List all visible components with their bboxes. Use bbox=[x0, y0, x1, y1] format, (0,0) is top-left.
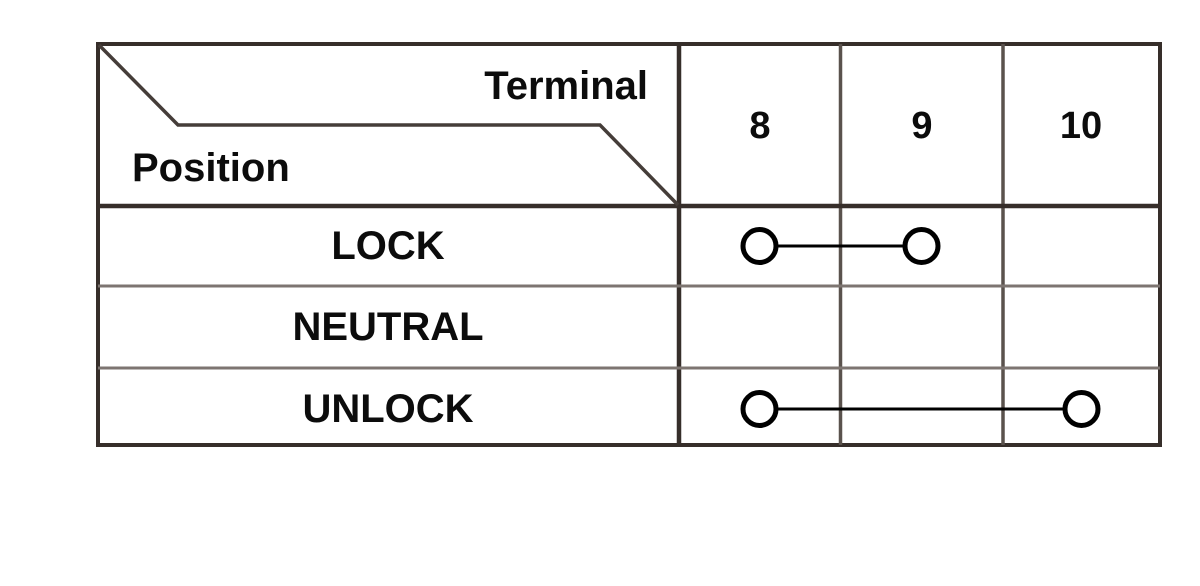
position-label-unlock: UNLOCK bbox=[302, 387, 474, 431]
terminal-header-10: 10 bbox=[1059, 105, 1103, 147]
contact-circle-unlock-terminal-8 bbox=[740, 390, 779, 428]
corner-position-label: Position bbox=[132, 146, 290, 190]
terminal-header-8: 8 bbox=[749, 105, 771, 147]
continuity-connections bbox=[740, 227, 1101, 428]
position-label-neutral: NEUTRAL bbox=[292, 305, 484, 349]
position-label-lock: LOCK bbox=[331, 224, 445, 268]
terminal-header-9: 9 bbox=[911, 105, 933, 147]
corner-diagonal-divider bbox=[97, 43, 680, 207]
contact-circle-lock-terminal-8 bbox=[740, 227, 779, 265]
contact-circle-lock-terminal-9 bbox=[902, 227, 941, 265]
table-outer-border bbox=[96, 42, 1162, 447]
contact-circle-unlock-terminal-10 bbox=[1062, 390, 1101, 428]
corner-terminal-label: Terminal bbox=[484, 64, 648, 108]
